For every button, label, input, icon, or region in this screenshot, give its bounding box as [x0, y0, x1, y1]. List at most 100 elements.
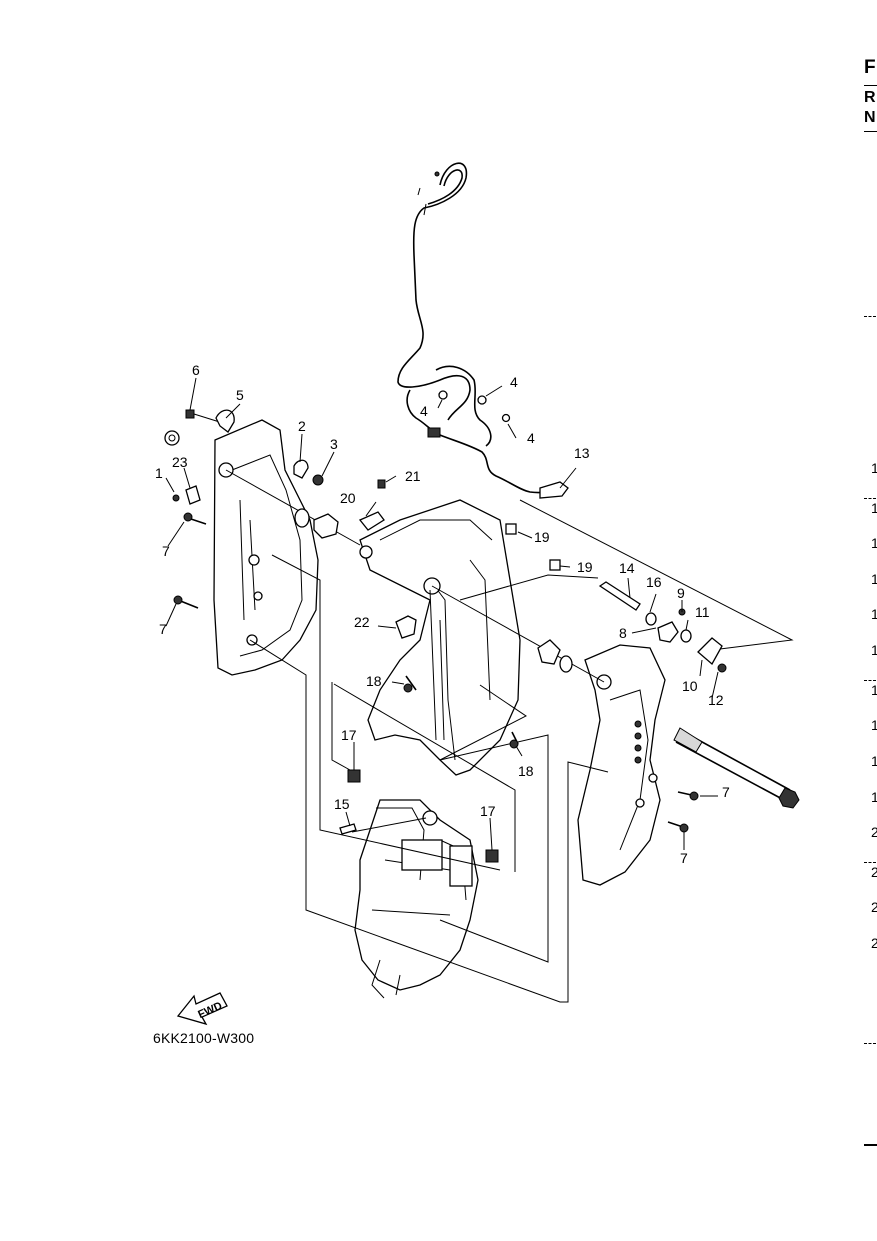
callout-18a: 18: [366, 673, 382, 689]
callout-14: 14: [619, 560, 635, 576]
callout-5: 5: [236, 387, 244, 403]
grommet-4a-icon: [438, 390, 448, 400]
callout-labels: 1 2 3 4 4 4 5 6 7 7 7 7 8 9 10 11 12 13 …: [155, 362, 730, 866]
callout-1: 1: [155, 465, 163, 481]
edge-rule: [864, 131, 877, 132]
callout-17b: 17: [480, 803, 496, 819]
callout-15: 15: [334, 796, 350, 812]
callout-12: 12: [708, 692, 724, 708]
trim-sensor-connector-icon: [539, 481, 569, 499]
right-clamp-bracket: [577, 644, 666, 886]
pin-15-icon: [339, 823, 357, 835]
bolt-21-icon: [377, 479, 386, 489]
edge-row: 1: [871, 789, 877, 805]
edge-row: 2: [871, 899, 877, 915]
edge-row: 1: [871, 717, 877, 733]
edge-row: 1: [871, 571, 877, 587]
edge-dash: [864, 680, 876, 682]
edge-row: 1: [871, 682, 877, 698]
edge-row: 2: [871, 824, 877, 840]
callout-7b: 7: [159, 621, 167, 637]
edge-dash: [864, 498, 876, 500]
bracket-8-icon: [657, 621, 679, 643]
callout-21: 21: [405, 468, 421, 484]
callout-16: 16: [646, 574, 662, 590]
washer-right-icon: [559, 655, 573, 673]
edge-row: 1: [871, 606, 877, 622]
callout-19b: 19: [577, 559, 593, 575]
bushing-17b-icon: [485, 849, 499, 863]
clip-23-icon: [185, 485, 201, 505]
edge-header-n: N: [864, 109, 876, 126]
trim-sensor-wire-harness: [397, 162, 569, 499]
callout-7a: 7: [162, 543, 170, 559]
edge-row: 1: [871, 642, 877, 658]
edge-header-f: F: [864, 57, 876, 78]
swivel-bracket: [359, 499, 521, 776]
bushing-17a-icon: [347, 769, 361, 783]
pin-14-icon: [598, 581, 641, 611]
callout-7d: 7: [680, 850, 688, 866]
edge-dash: [864, 316, 876, 318]
edge-rule: [864, 1144, 877, 1146]
callout-leaders: [165, 377, 719, 851]
edge-row: 1: [871, 500, 877, 516]
screw-18a-icon: [405, 675, 417, 691]
callout-13: 13: [574, 445, 590, 461]
callout-4a: 4: [510, 374, 518, 390]
edge-rule: [864, 85, 877, 86]
clamp-2-icon: [293, 459, 309, 479]
power-trim-tilt-unit: [354, 799, 479, 999]
oring-11-icon: [680, 629, 692, 643]
bushing-19a-icon: [505, 523, 517, 535]
edge-row: 1: [871, 753, 877, 769]
callout-4c: 4: [527, 430, 535, 446]
hardware-parts: [164, 409, 727, 863]
callout-23: 23: [172, 454, 188, 470]
grommet-4c-icon: [501, 413, 511, 423]
bushing-right-icon: [537, 639, 561, 665]
callout-20: 20: [340, 490, 356, 506]
edge-dash: [864, 1043, 876, 1045]
wire-connector-terminal: [434, 171, 440, 177]
nut-icon: [164, 430, 180, 446]
callout-3: 3: [330, 436, 338, 452]
grommet-4b-icon: [477, 395, 487, 405]
ring-16-icon: [645, 612, 657, 626]
callout-19a: 19: [534, 529, 550, 545]
sensor-22-icon: [395, 615, 417, 639]
callout-4b: 4: [420, 403, 428, 419]
callout-8: 8: [619, 625, 627, 641]
callout-7c: 7: [722, 784, 730, 800]
callout-22: 22: [354, 614, 370, 630]
callout-11: 11: [695, 604, 710, 620]
edge-header-r: R: [864, 89, 876, 106]
bushing-icon: [313, 513, 339, 539]
bushing-19b-icon: [549, 559, 561, 571]
callout-9: 9: [677, 585, 685, 601]
bolt-12-icon: [717, 663, 727, 673]
edge-row: 1: [871, 460, 877, 476]
callout-17a: 17: [341, 727, 357, 743]
cap-10-icon: [697, 637, 723, 666]
clamp-5-icon: [215, 409, 235, 433]
plate-20-icon: [358, 511, 385, 531]
screw-3-icon: [312, 474, 324, 486]
callout-6: 6: [192, 362, 200, 378]
callout-2: 2: [298, 418, 306, 434]
bolt-6-icon: [185, 409, 195, 419]
callout-10: 10: [682, 678, 698, 694]
leader-lines: [225, 469, 794, 1003]
fwd-arrow-icon: FWD: [176, 992, 228, 1026]
edge-row: 1: [871, 535, 877, 551]
washer-icon: [294, 508, 310, 528]
callout-18b: 18: [518, 763, 534, 779]
edge-row: 2: [871, 864, 877, 880]
edge-dash: [864, 862, 876, 864]
left-clamp-bracket: [213, 419, 319, 676]
tilt-tube: [673, 727, 800, 809]
screw-1-icon: [172, 494, 180, 502]
drawing-code: 6KK2100-W300: [153, 1030, 255, 1046]
edge-row: 2: [871, 935, 877, 951]
